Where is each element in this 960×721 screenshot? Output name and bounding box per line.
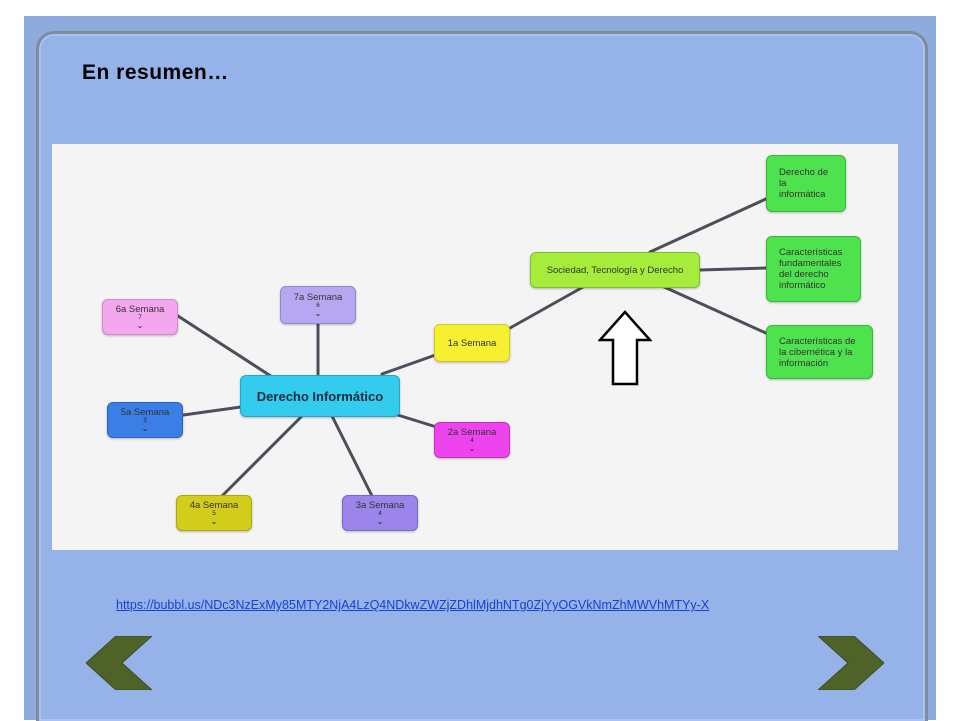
week-node-7: 7a Semana 6 ⌄	[280, 286, 356, 324]
subtopic-node-2: Características fundamentales del derech…	[766, 236, 861, 302]
page-title: En resumen…	[82, 61, 229, 84]
chevron-down-icon[interactable]: ⌄	[210, 517, 218, 526]
week-node-1: 1a Semana	[434, 324, 510, 362]
next-button[interactable]	[818, 636, 884, 690]
mindmap-image: 6a Semana 7 ⌄ 7a Semana 6 ⌄ 1a Semana De…	[52, 144, 898, 550]
subtopic-node-1: Derecho de la informática	[766, 155, 846, 212]
week-node-4: 4a Semana 5 ⌄	[176, 495, 252, 531]
chevron-down-icon[interactable]: ⌄	[141, 424, 149, 433]
chevron-down-icon[interactable]: ⌄	[468, 444, 476, 453]
chevron-right-icon	[818, 636, 884, 690]
center-node: Derecho Informático	[240, 375, 400, 417]
chevron-down-icon[interactable]: ⌄	[314, 309, 322, 318]
week-node-6: 6a Semana 7 ⌄	[102, 299, 178, 335]
chevron-down-icon[interactable]: ⌄	[136, 321, 144, 330]
back-button[interactable]	[86, 636, 152, 690]
week-node-2: 2a Semana 4 ⌄	[434, 422, 510, 458]
subtopic-node-3: Características de la cibernética y la i…	[766, 325, 873, 379]
up-arrow-icon	[598, 310, 652, 386]
chevron-down-icon[interactable]: ⌄	[376, 517, 384, 526]
bubbl-link[interactable]: https://bubbl.us/NDc3NzExMy85MTY2NjA4LzQ…	[116, 598, 710, 612]
week-node-5: 5a Semana 3 ⌄	[107, 402, 183, 438]
week-node-3: 3a Semana 4 ⌄	[342, 495, 418, 531]
chevron-left-icon	[86, 636, 152, 690]
topic-node: Sociedad, Tecnología y Derecho	[530, 252, 700, 288]
